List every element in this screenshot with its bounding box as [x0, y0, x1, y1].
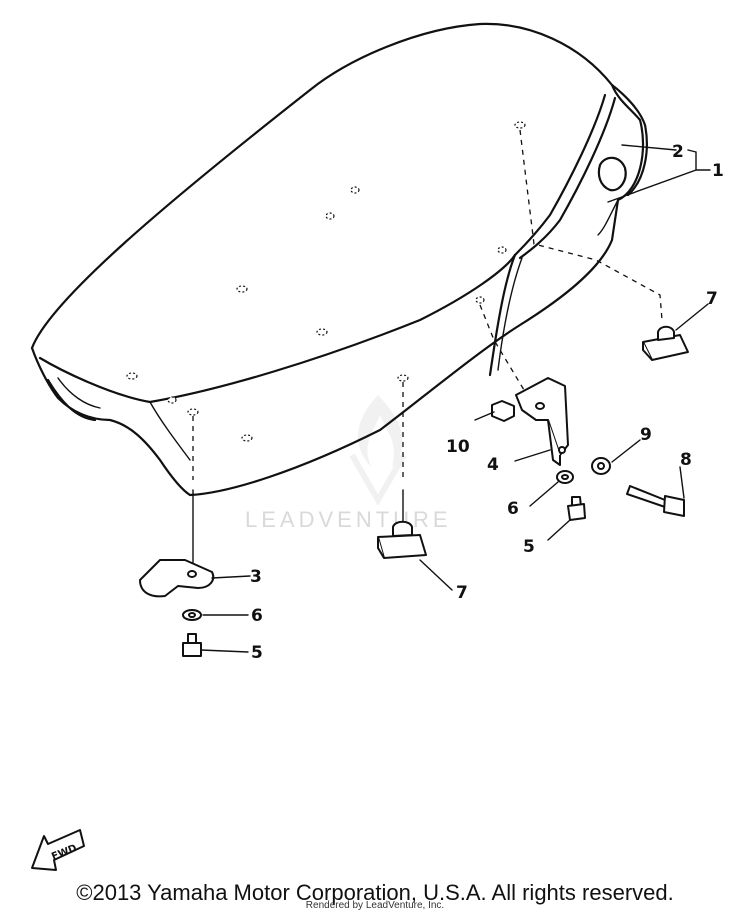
- callout-6-lower: 6: [251, 606, 263, 626]
- assembly-lines: [192, 129, 663, 566]
- callout-9: 9: [640, 425, 652, 445]
- leader-lines: [200, 144, 711, 653]
- callout-8: 8: [680, 450, 692, 470]
- fwd-arrow-icon: FWD: [31, 829, 85, 871]
- rendered-by-text: Rendered by LeadVenture, Inc.: [305, 900, 445, 911]
- callout-5-lower: 5: [251, 643, 263, 663]
- callout-5-right: 5: [523, 537, 535, 557]
- bracket-part-3: [139, 559, 215, 598]
- nut-clip-part-7-lower: [377, 520, 427, 559]
- nut-clip-part-7-upper: [642, 325, 689, 361]
- watermark-text: LEADVENTURE: [245, 507, 452, 532]
- callout-10: 10: [446, 437, 470, 457]
- bolt-part-5-lower: [182, 633, 202, 657]
- watermark-logo-icon: [349, 395, 407, 506]
- washer-part-6-lower: [182, 609, 202, 621]
- bolt-part-8: [626, 485, 685, 517]
- copyright-text: ©2013 Yamaha Motor Corporation, U.S.A. A…: [76, 880, 674, 905]
- callout-4: 4: [487, 455, 499, 475]
- nut-part-10: [491, 400, 515, 422]
- bolt-part-5-right: [567, 496, 586, 521]
- callout-7-upper: 7: [706, 289, 718, 309]
- bracket-part-4: [515, 377, 569, 466]
- washer-part-9: [591, 457, 611, 475]
- washer-part-6-right: [556, 470, 574, 484]
- callout-3: 3: [250, 567, 262, 587]
- callout-2: 2: [672, 142, 684, 162]
- callout-7-lower: 7: [456, 583, 468, 603]
- callout-6-right: 6: [507, 499, 519, 519]
- callout-1: 1: [712, 161, 724, 181]
